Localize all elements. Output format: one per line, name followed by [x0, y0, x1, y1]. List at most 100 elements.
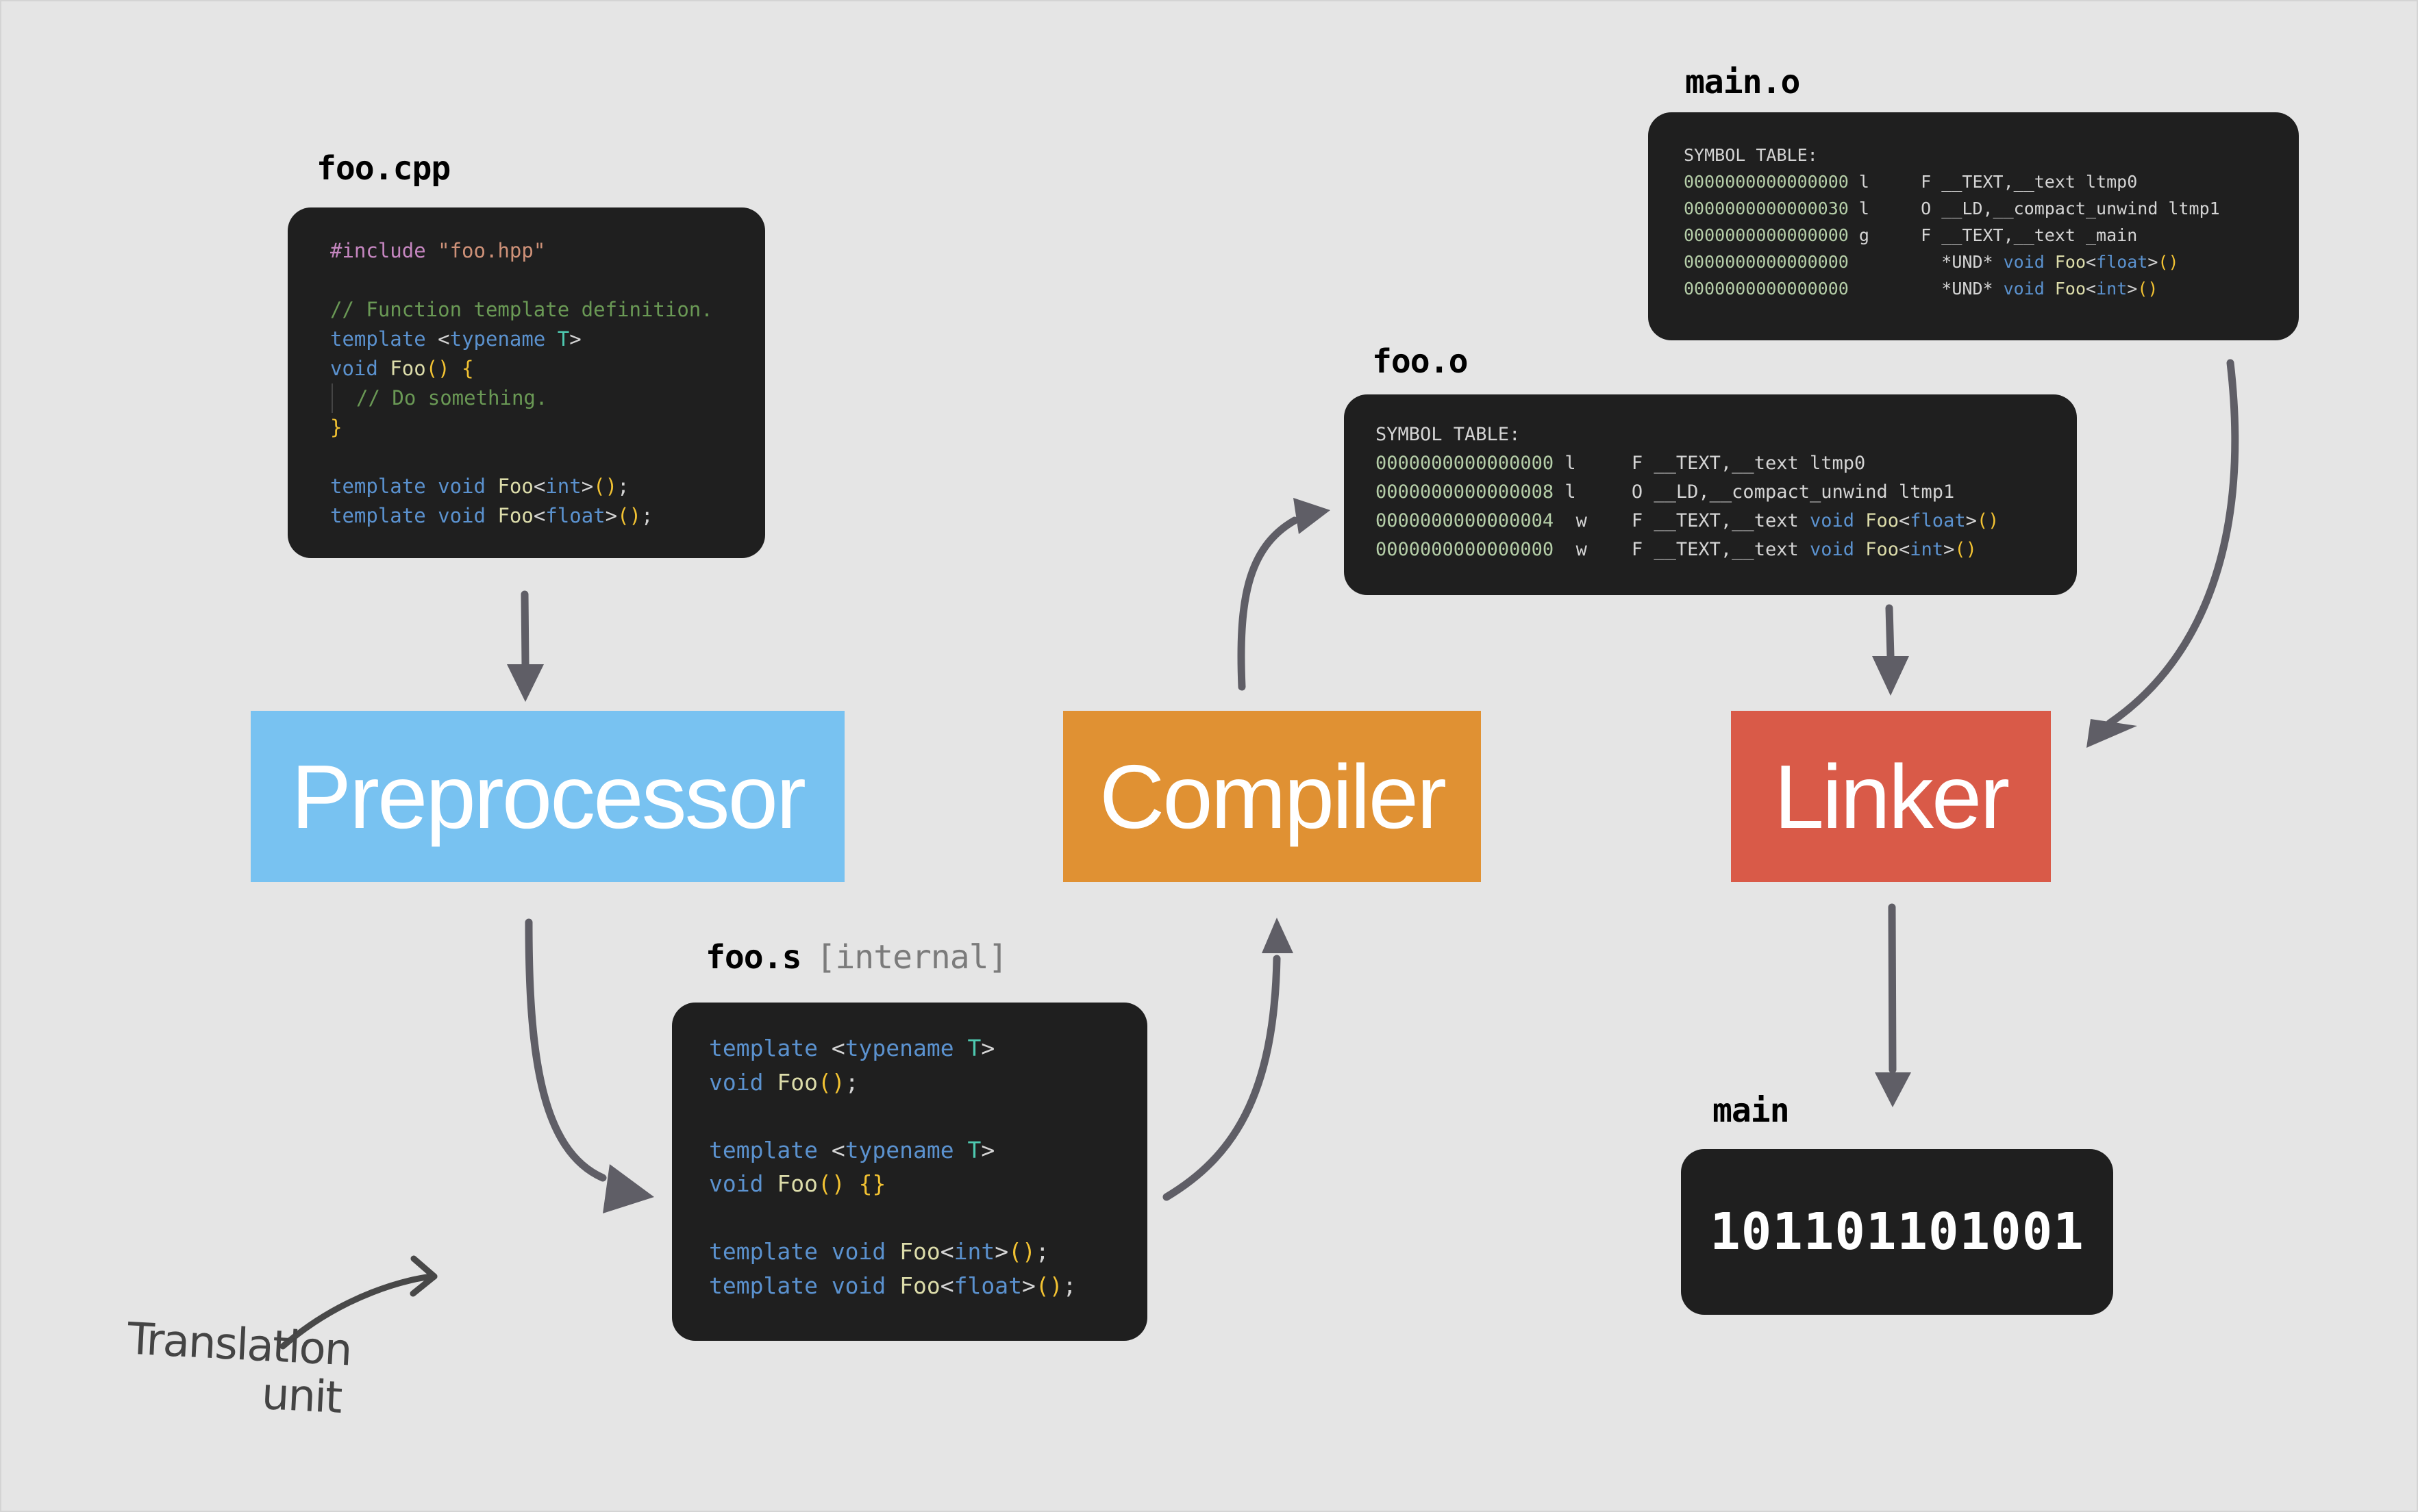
preprocessor-stage: Preprocessor [251, 711, 845, 882]
translation-unit-pointer-arrow [279, 1273, 438, 1350]
foo-s-title: foo.s[internal] [706, 938, 1008, 977]
code-token: int [545, 475, 582, 498]
code-token: SYMBOL TABLE: [1375, 424, 1521, 445]
code-token: > [981, 1035, 995, 1061]
code-token: ; [641, 504, 653, 527]
code-token: Foo [899, 1238, 940, 1265]
code-token: T [967, 1035, 982, 1061]
code-token: T [557, 327, 570, 351]
translation-unit-annotation: Translation unit [124, 1313, 353, 1424]
arrowhead-foo-o-down [1872, 656, 1909, 696]
code-token: > [1965, 510, 1977, 531]
code-line: template <typename T> [330, 325, 765, 354]
code-token: T [967, 1136, 982, 1163]
code-token: template [709, 1136, 832, 1163]
translation-unit-line2: unit [260, 1368, 342, 1424]
arrow-main-o-to-linker [2106, 359, 2239, 727]
code-line: // Function template definition. [330, 295, 765, 325]
code-token: < [438, 327, 450, 351]
arrowhead-main-o-to-linker [2086, 719, 2137, 748]
code-token: Foo [497, 504, 534, 527]
foo-s-code-block: template <typename T>void Foo(); templat… [672, 1003, 1147, 1341]
code-token: Foo [777, 1068, 818, 1096]
code-token: w F __TEXT,__text [1554, 510, 1810, 531]
code-token: () [817, 1170, 845, 1197]
code-token: w F __TEXT,__text [1554, 539, 1810, 560]
code-token: {} [858, 1170, 886, 1197]
code-token: > [2127, 279, 2138, 299]
code-token: Foo [390, 357, 426, 380]
code-line: 0000000000000000 l F __TEXT,__text ltmp0 [1375, 449, 2077, 478]
code-line: template void Foo<float>(); [709, 1269, 1147, 1303]
foo-cpp-code-block: #include "foo.hpp" // Function template … [288, 207, 765, 558]
code-token: typename [845, 1035, 968, 1061]
code-token: *UND* [1848, 279, 2004, 299]
code-token: float [545, 504, 606, 527]
arrowhead-foo-cpp [507, 664, 544, 702]
code-token: l O __LD,__compact_unwind ltmp1 [1848, 199, 2220, 218]
code-line: 0000000000000000 *UND* void Foo<int>() [1684, 275, 2299, 302]
main-title: main [1712, 1092, 1790, 1130]
code-token: template [709, 1238, 832, 1265]
code-token: > [581, 475, 594, 498]
code-token: *UND* [1848, 252, 2004, 272]
code-token: // Function template definition. [330, 298, 713, 321]
arrow-linker-to-main [1888, 903, 1897, 1074]
code-token: > [605, 504, 618, 527]
code-token: l F __TEXT,__text ltmp0 [1848, 172, 2138, 192]
code-token: g F __TEXT,__text _main [1848, 225, 2138, 245]
compiler-stage: Compiler [1063, 711, 1481, 882]
code-token: ; [617, 475, 630, 498]
code-token: > [981, 1136, 995, 1163]
code-token: template [709, 1035, 832, 1061]
code-token: () [617, 504, 642, 527]
code-token: 0000000000000000 [1375, 453, 1554, 474]
code-token: Foo [2054, 252, 2086, 272]
code-token: > [1021, 1272, 1036, 1299]
arrow-compiler-to-foo-o [1237, 516, 1299, 691]
code-line: #include "foo.hpp" [330, 236, 765, 266]
foo-o-title: foo.o [1372, 342, 1468, 381]
code-token: < [533, 504, 546, 527]
code-token: () [1008, 1238, 1036, 1265]
code-line: template void Foo<int>(); [709, 1235, 1147, 1269]
code-token: void [2003, 279, 2055, 299]
code-token: () [593, 475, 618, 498]
code-token: 0000000000000000 [1684, 279, 1849, 299]
code-token: template [330, 327, 438, 351]
code-token: Foo [777, 1170, 818, 1197]
code-token: void [709, 1170, 777, 1197]
arrow-preprocessor-to-foo-s [525, 918, 607, 1182]
code-token: typename [845, 1136, 968, 1163]
arrow-foo-s-to-compiler [1162, 955, 1281, 1201]
code-line: 0000000000000000 w F __TEXT,__text void … [1375, 536, 2077, 564]
code-token: int [954, 1238, 995, 1265]
code-line: void Foo(); [709, 1066, 1147, 1100]
code-token: () [2158, 252, 2179, 272]
main-binary-block: 101101101001 [1681, 1149, 2113, 1315]
compiler-label: Compiler [1099, 746, 1447, 847]
code-token: > [995, 1238, 1009, 1265]
translation-unit-line1: Translation [126, 1313, 353, 1376]
code-token: Foo [899, 1272, 940, 1299]
code-token: 0000000000000004 [1375, 510, 1554, 531]
code-token: ; [845, 1068, 859, 1096]
code-token: void [438, 475, 498, 498]
code-token: void [2003, 252, 2055, 272]
main-binary-value: 101101101001 [1710, 1202, 2084, 1261]
code-token: "foo.hpp" [438, 239, 546, 262]
linker-label: Linker [1773, 746, 2010, 847]
code-token: < [1899, 539, 1910, 560]
foo-s-internal-tag: [internal] [816, 938, 1008, 977]
code-token: < [831, 1136, 845, 1163]
main-o-title: main.o [1685, 63, 1800, 101]
code-token: () [1954, 539, 1977, 560]
code-token: < [940, 1238, 954, 1265]
code-line: 0000000000000030 l O __LD,__compact_unwi… [1684, 195, 2299, 222]
code-token: template [709, 1272, 832, 1299]
code-token: void [438, 504, 498, 527]
code-line: void Foo() { [330, 354, 765, 383]
code-token: l O __LD,__compact_unwind ltmp1 [1554, 481, 1955, 503]
code-token: < [831, 1035, 845, 1061]
